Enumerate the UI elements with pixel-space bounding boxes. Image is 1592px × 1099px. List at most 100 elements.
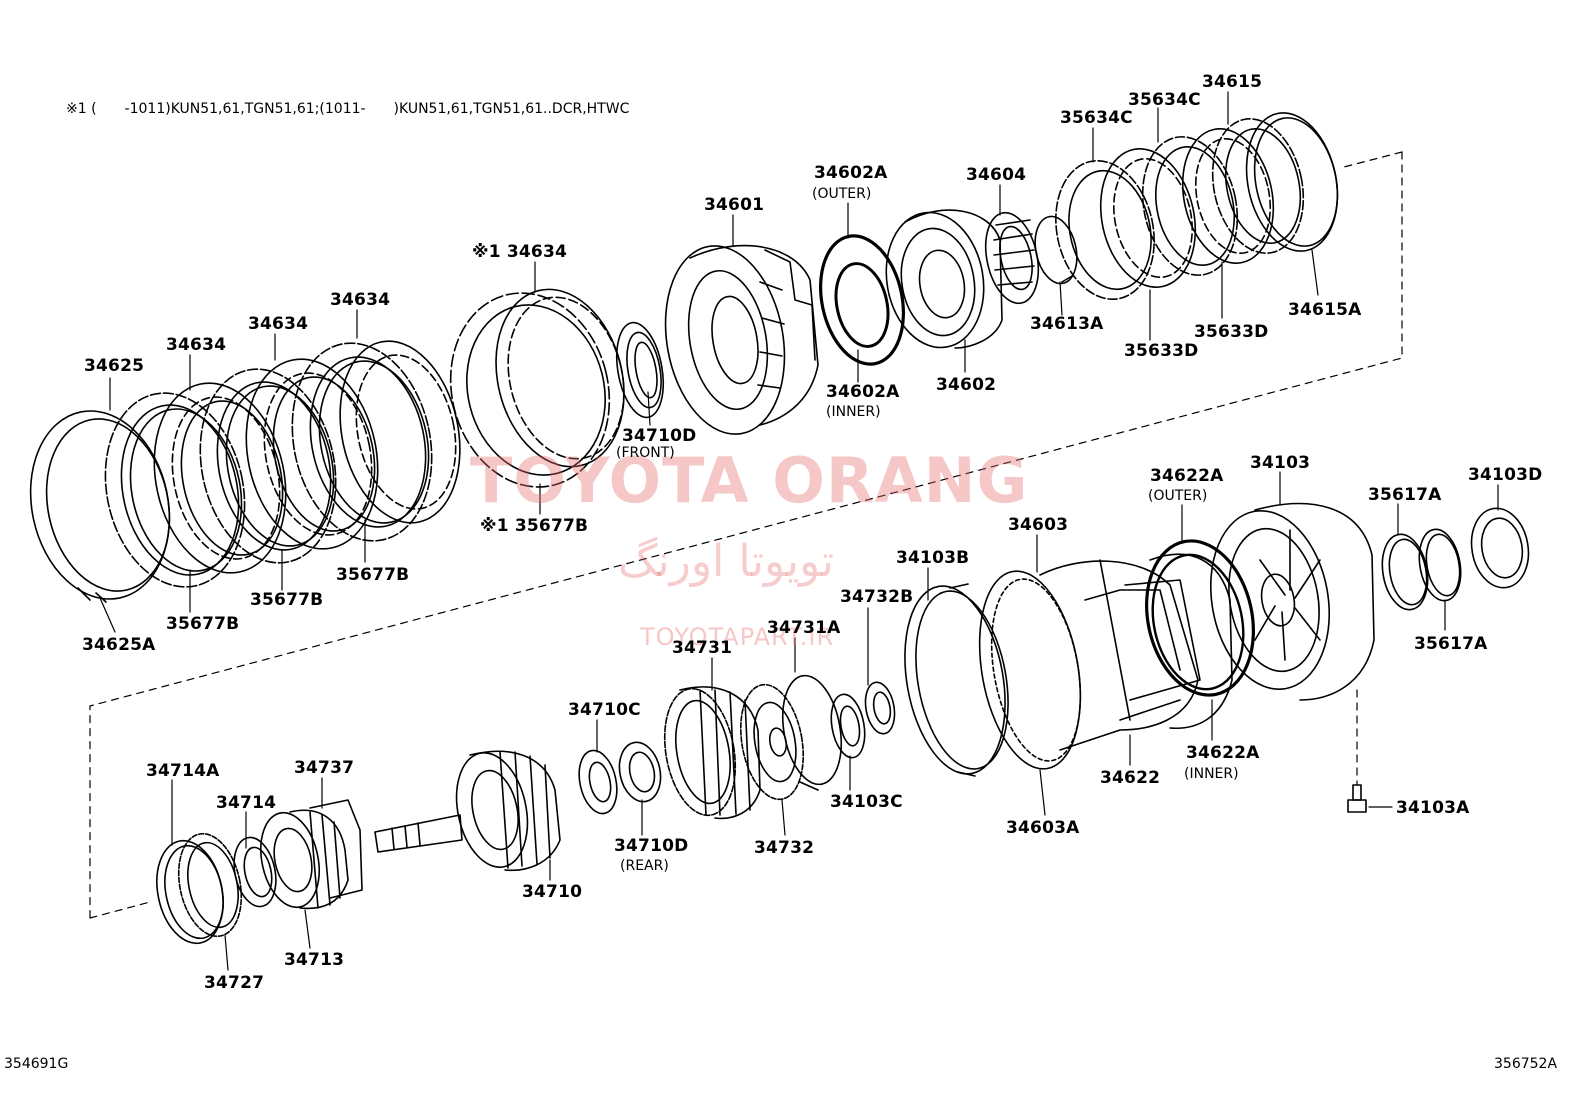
label-34710D-rear-sub: (REAR) — [620, 858, 669, 874]
clutch-disc-35634C-a — [1055, 160, 1155, 300]
watermark-title: TOYOTA ORANG — [470, 444, 1029, 517]
label-34625[interactable]: 34625 — [84, 356, 145, 376]
snap-ring-34625 — [29, 410, 171, 603]
label-34710D-front[interactable]: 34710D — [622, 426, 697, 446]
figure-code-left: 354691G — [4, 1056, 69, 1072]
o-ring-34602A-inner — [834, 262, 890, 348]
label-34710D-rear[interactable]: 34710D — [614, 836, 689, 856]
label-34103A[interactable]: 34103A — [1396, 798, 1470, 818]
label-34622A-outer-sub: (OUTER) — [1148, 488, 1208, 504]
washer-34103C — [830, 693, 866, 759]
label-34710[interactable]: 34710 — [522, 882, 583, 902]
label-34603A[interactable]: 34603A — [1006, 818, 1080, 838]
thrust-plate-34737 — [309, 799, 363, 899]
label-34103D[interactable]: 34103D — [1468, 465, 1543, 485]
label-34737[interactable]: 34737 — [294, 758, 355, 778]
label-34622A-inner[interactable]: 34622A — [1186, 743, 1260, 763]
clutch-plate-34634-a — [104, 392, 246, 588]
o-ring-34622A-inner — [1151, 553, 1245, 691]
label-34103[interactable]: 34103 — [1250, 453, 1311, 473]
label-34604[interactable]: 34604 — [966, 165, 1027, 185]
shaft-gear-34710 — [374, 750, 561, 872]
label-34732B[interactable]: 34732B — [840, 587, 914, 607]
o-ring-34602A-outer — [819, 234, 905, 366]
snap-ring-34731A — [782, 674, 842, 791]
bolt-34103A — [1347, 784, 1367, 813]
label-34103C[interactable]: 34103C — [830, 792, 903, 812]
bearing-34714 — [233, 836, 277, 908]
case-34103 — [1209, 502, 1375, 701]
label-35677B-b[interactable]: 35677B — [250, 590, 324, 610]
watermark-persian: تویوتا اورنگ — [618, 536, 834, 587]
label-34622[interactable]: 34622 — [1100, 768, 1161, 788]
label-34727[interactable]: 34727 — [204, 973, 265, 993]
clutch-disc-35677B-x1 — [449, 288, 625, 488]
washer-34710C — [578, 749, 618, 815]
label-34634-a[interactable]: 34634 — [166, 335, 227, 355]
hub-34603A — [978, 570, 1082, 770]
watermark-site: TOYOTAPART.IR — [640, 623, 835, 651]
planet-carrier-34732 — [739, 683, 805, 801]
hub-34603 — [1039, 559, 1199, 751]
brake-band-34103B — [904, 583, 1009, 777]
assembly-boundary-dashed — [89, 151, 1403, 919]
label-35617A-b[interactable]: 35617A — [1414, 634, 1488, 654]
label-34731A[interactable]: 34731A — [767, 618, 841, 638]
snap-ring-34613A — [1034, 215, 1078, 285]
label-34613A[interactable]: 34613A — [1030, 314, 1104, 334]
label-34603[interactable]: 34603 — [1008, 515, 1069, 535]
snap-ring-34615A — [1245, 112, 1339, 252]
label-34601[interactable]: 34601 — [704, 195, 765, 215]
label-34602[interactable]: 34602 — [936, 375, 997, 395]
clutch-plate-34615 — [1211, 118, 1305, 254]
label-34602A-inner-sub: (INNER) — [826, 404, 881, 420]
drum-34601 — [664, 244, 819, 435]
label-34732[interactable]: 34732 — [754, 838, 815, 858]
label-34602A-outer[interactable]: 34602A — [814, 163, 888, 183]
label-35634C-a[interactable]: 35634C — [1060, 108, 1133, 128]
figure-code-right: 356752A — [1494, 1056, 1558, 1072]
label-34602A-outer-sub: (OUTER) — [812, 186, 872, 202]
label-34634-c[interactable]: 34634 — [330, 290, 391, 310]
label-34622A-outer[interactable]: 34622A — [1150, 466, 1224, 486]
label-34714A[interactable]: 34714A — [146, 761, 220, 781]
leader-lines — [99, 91, 1499, 971]
clutch-plate-34634-c — [291, 342, 433, 542]
label-34622A-inner-sub: (INNER) — [1184, 766, 1239, 782]
gear-34713 — [260, 809, 349, 910]
label-34615[interactable]: 34615 — [1202, 72, 1263, 92]
bearing-34710D-rear — [618, 741, 662, 803]
label-34710D-front-sub: (FRONT) — [616, 445, 675, 461]
ring-gear-34731 — [663, 686, 761, 820]
o-ring-34622A-outer — [1145, 539, 1255, 697]
label-34710C[interactable]: 34710C — [568, 700, 641, 720]
applicability-note: ※1 ( -1011)KUN51,61,TGN51,61;(1011- )KUN… — [66, 101, 630, 117]
label-34634-x1[interactable]: ※1 34634 — [472, 242, 568, 262]
clutch-disc-35677B-c — [339, 340, 461, 524]
label-35677B-a[interactable]: 35677B — [166, 614, 240, 634]
label-34615A[interactable]: 34615A — [1288, 300, 1362, 320]
clutch-plate-34634-b — [199, 368, 337, 564]
label-35634C-b[interactable]: 35634C — [1128, 90, 1201, 110]
clutch-disc-35677B-b — [245, 358, 379, 550]
label-34625A[interactable]: 34625A — [82, 635, 156, 655]
label-35617A-a[interactable]: 35617A — [1368, 485, 1442, 505]
clutch-plate-35633D-a — [1099, 148, 1197, 288]
snap-ring-35617A-a — [1381, 533, 1429, 611]
label-35677B-x1[interactable]: ※1 35677B — [480, 516, 589, 536]
label-34634-b[interactable]: 34634 — [248, 314, 309, 334]
snap-ring-35617A-b — [1418, 528, 1462, 602]
label-34602A-inner[interactable]: 34602A — [826, 382, 900, 402]
label-34714[interactable]: 34714 — [216, 793, 277, 813]
label-34713[interactable]: 34713 — [284, 950, 345, 970]
bearing-34732B — [864, 681, 896, 735]
bearing-34710D-front — [615, 321, 665, 419]
piston-34602 — [885, 209, 1003, 349]
label-34731[interactable]: 34731 — [672, 638, 733, 658]
label-35633D-a[interactable]: 35633D — [1124, 341, 1199, 361]
clutch-disc-35634C-b — [1141, 136, 1239, 276]
housing-34622 — [1124, 553, 1233, 730]
label-35633D-b[interactable]: 35633D — [1194, 322, 1269, 342]
label-34103B[interactable]: 34103B — [896, 548, 970, 568]
label-35677B-c[interactable]: 35677B — [336, 565, 410, 585]
